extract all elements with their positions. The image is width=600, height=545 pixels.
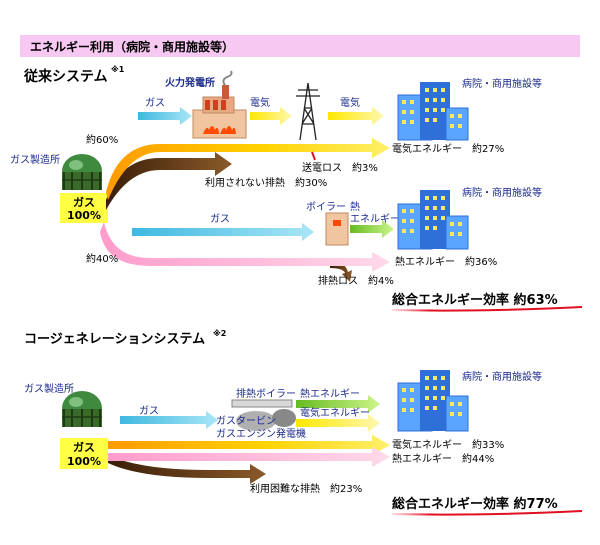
waste-heat-label-2: 利用困難な排熱 約23% bbox=[250, 482, 362, 495]
gas-label-1: ガス bbox=[145, 97, 165, 109]
electric-energy-label-2: 電気エネルギー 約33% bbox=[392, 438, 504, 451]
gas-box-2-line2: 100% bbox=[67, 455, 101, 468]
gas-box-1-line1: ガス bbox=[73, 195, 95, 209]
boiler-label: ボイラー bbox=[306, 201, 346, 213]
gas-turbine-icon bbox=[231, 399, 296, 431]
heat-energy-label-cogen: 熱エネルギー bbox=[300, 387, 360, 400]
header-title: エネルギー利用（病院・商用施設等） bbox=[30, 39, 234, 54]
heat-energy-label-2: 熱エネルギー 約44% bbox=[392, 452, 494, 465]
efficiency-underline-1 bbox=[391, 306, 583, 312]
heat-label: 熱 bbox=[350, 200, 360, 213]
facility-building-icon-2 bbox=[397, 190, 469, 250]
gas-label-2: ガス bbox=[210, 213, 230, 225]
facility-label-3: 病院・商用施設等 bbox=[462, 370, 542, 383]
heat-arrow-cogen bbox=[296, 395, 380, 413]
unused-waste-heat-label: 利用されない排熱 約30% bbox=[205, 176, 327, 189]
share-lower-label: 約40% bbox=[86, 252, 118, 265]
exhaust-boiler-label: 排熱ボイラー bbox=[236, 387, 296, 400]
gas-arrow-1 bbox=[138, 107, 192, 125]
share-upper-label: 約60% bbox=[86, 133, 118, 146]
electric-arrow-1 bbox=[250, 107, 292, 125]
generator-label: 発電機 bbox=[276, 427, 306, 440]
gas-turbine-label: ガスタービン bbox=[216, 415, 276, 427]
header-band bbox=[20, 35, 580, 57]
heat-share-arrow-2 bbox=[108, 447, 390, 467]
transmission-loss-marker bbox=[311, 151, 316, 161]
cogeneration-title: コージェネレーションシステム bbox=[24, 332, 205, 347]
energy-label: エネルギー bbox=[350, 213, 400, 225]
transmission-loss-label: 送電ロス 約3% bbox=[302, 161, 378, 174]
transmission-tower-icon bbox=[296, 82, 320, 141]
electric-share-arrow bbox=[106, 138, 390, 200]
power-plant-label: 火力発電所 bbox=[165, 76, 215, 89]
gas-plant-label-1: ガス製造所 bbox=[10, 153, 60, 166]
gas-plant-label-2: ガス製造所 bbox=[24, 382, 74, 395]
power-plant-icon bbox=[192, 70, 247, 139]
facility-building-icon-3 bbox=[397, 370, 469, 432]
electric-energy-label-cogen: 電気エネルギー bbox=[300, 406, 370, 419]
efficiency-label-1: 総合エネルギー効率 約63% bbox=[392, 292, 558, 308]
waste-heat-arrow-2 bbox=[108, 455, 266, 484]
cogeneration-note-mark: ※2 bbox=[213, 328, 226, 338]
gas-box-2-line1: ガス bbox=[73, 440, 95, 454]
electric-arrow-2 bbox=[328, 107, 384, 125]
gas-tank-icon-2 bbox=[62, 391, 102, 427]
efficiency-underline-2 bbox=[391, 510, 583, 516]
unused-waste-heat-arrow bbox=[106, 152, 232, 210]
exhaust-loss-label: 排熱ロス 約4% bbox=[318, 274, 394, 287]
facility-label-2: 病院・商用施設等 bbox=[462, 186, 542, 199]
gas-label-3: ガス bbox=[139, 405, 159, 417]
gas-box-1-line2: 100% bbox=[67, 209, 101, 222]
heat-energy-label-1: 熱エネルギー 約36% bbox=[395, 255, 497, 268]
facility-building-icon-1 bbox=[397, 82, 469, 141]
exhaust-loss-arrow bbox=[330, 262, 352, 282]
efficiency-label-2: 総合エネルギー効率 約77% bbox=[392, 496, 558, 512]
electric-arrow-cogen bbox=[296, 414, 380, 432]
conventional-title: 従来システム bbox=[23, 68, 108, 85]
heat-share-arrow bbox=[100, 222, 390, 272]
electricity-label-1: 電気 bbox=[250, 96, 270, 109]
gas-arrow-2 bbox=[132, 223, 314, 241]
electric-energy-label-1: 電気エネルギー 約27% bbox=[392, 142, 504, 155]
gas-tank-icon bbox=[62, 154, 102, 190]
conventional-note-mark: ※1 bbox=[111, 64, 125, 74]
boiler-icon bbox=[325, 212, 349, 246]
electric-share-arrow-2 bbox=[108, 435, 390, 455]
electricity-label-2: 電気 bbox=[340, 96, 360, 109]
gas-engine-label: ガスエンジン bbox=[216, 428, 276, 440]
gas-box-2 bbox=[60, 438, 108, 469]
heat-arrow-boiler bbox=[350, 220, 394, 238]
gas-box-1 bbox=[60, 193, 108, 223]
facility-label-1: 病院・商用施設等 bbox=[462, 77, 542, 90]
gas-arrow-3 bbox=[120, 411, 218, 429]
